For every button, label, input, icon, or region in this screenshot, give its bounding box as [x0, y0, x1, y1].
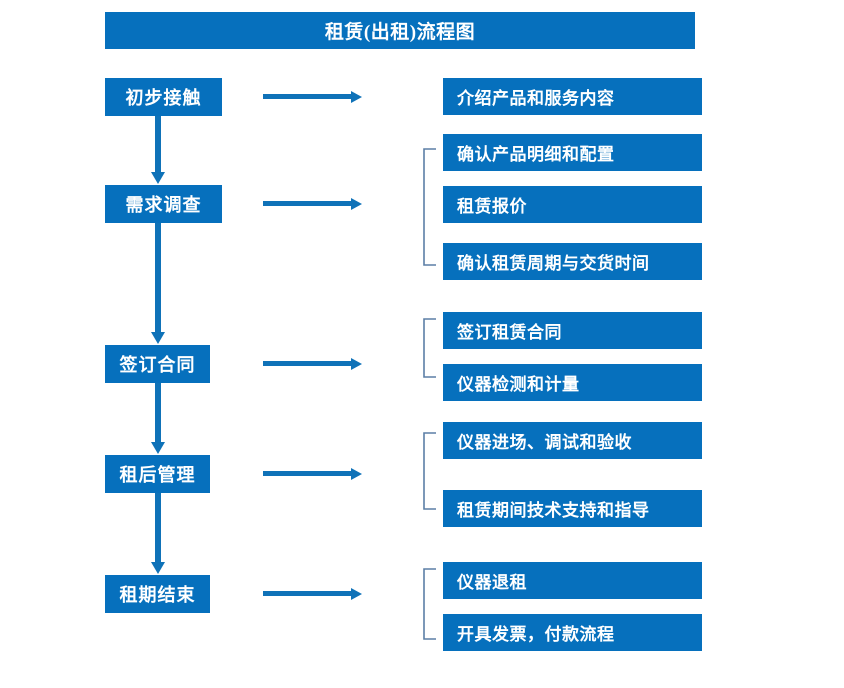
group-bracket-icon-2 [423, 148, 437, 266]
detail-box-3-1[interactable]: 签订租赁合同 [443, 312, 702, 349]
detail-box-2-3[interactable]: 确认租赁周期与交货时间 [443, 243, 702, 280]
right-arrow-icon-5 [263, 587, 363, 601]
chart-title: 租赁(出租)流程图 [105, 12, 695, 49]
right-arrow-icon-4 [263, 467, 363, 481]
stage-box-2[interactable]: 需求调查 [105, 185, 222, 223]
detail-box-5-1[interactable]: 仪器退租 [443, 562, 702, 599]
detail-box-3-2[interactable]: 仪器检测和计量 [443, 364, 702, 401]
stage-box-1[interactable]: 初步接触 [105, 78, 222, 116]
down-arrow-icon-2 [150, 223, 166, 345]
group-bracket-icon-4 [423, 432, 437, 510]
detail-box-1-1[interactable]: 介绍产品和服务内容 [443, 78, 702, 115]
down-arrow-icon-1 [150, 116, 166, 185]
detail-box-2-1[interactable]: 确认产品明细和配置 [443, 134, 702, 171]
down-arrow-icon-4 [150, 493, 166, 575]
detail-box-5-2[interactable]: 开具发票，付款流程 [443, 614, 702, 651]
down-arrow-icon-3 [150, 383, 166, 455]
stage-box-3[interactable]: 签订合同 [105, 345, 210, 383]
right-arrow-icon-1 [263, 90, 363, 104]
stage-box-4[interactable]: 租后管理 [105, 455, 210, 493]
detail-box-2-2[interactable]: 租赁报价 [443, 186, 702, 223]
stage-box-5[interactable]: 租期结束 [105, 575, 210, 613]
detail-box-4-2[interactable]: 租赁期间技术支持和指导 [443, 490, 702, 527]
group-bracket-icon-5 [423, 568, 437, 640]
group-bracket-icon-3 [423, 318, 437, 378]
right-arrow-icon-3 [263, 357, 363, 371]
right-arrow-icon-2 [263, 197, 363, 211]
detail-box-4-1[interactable]: 仪器进场、调试和验收 [443, 422, 702, 459]
